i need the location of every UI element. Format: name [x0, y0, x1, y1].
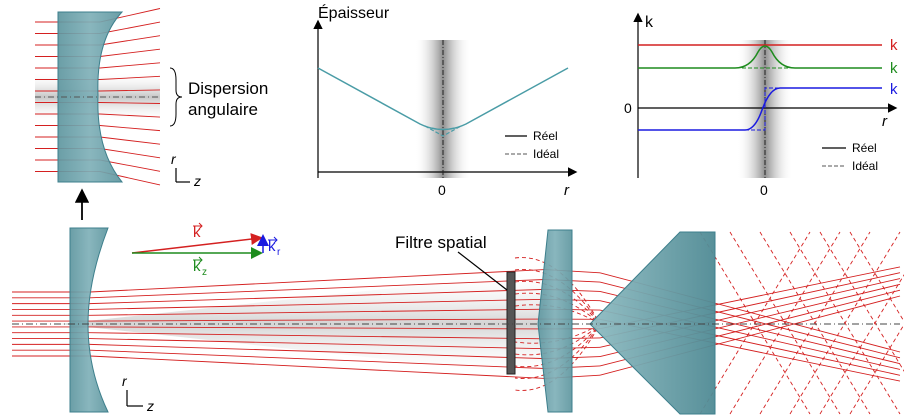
kr-ideal-curve	[745, 87, 785, 131]
inset-ray	[99, 125, 161, 132]
main-r-label: r	[122, 373, 128, 389]
vector-kz-sub: z	[202, 267, 207, 278]
main-dashed-ray	[849, 231, 904, 323]
k-plot-title: k	[645, 14, 654, 31]
dispersion-label-1: Dispersion	[188, 79, 268, 98]
main-dashed-ray	[729, 231, 841, 415]
inset-ray	[99, 75, 161, 80]
k-x-tick: 0	[760, 182, 768, 198]
thickness-title: Épaisseur	[318, 3, 390, 22]
k-legend-ideal: Idéal	[852, 159, 878, 173]
thickness-real-curve	[317, 67, 569, 131]
collimating-lens	[537, 229, 573, 413]
k-legend-real: Réel	[852, 141, 877, 155]
inset-ray	[99, 21, 161, 34]
inset-ray	[99, 102, 161, 104]
inset-ray	[99, 62, 161, 69]
filter-label: Filtre spatial	[395, 233, 487, 252]
main-ray	[89, 338, 546, 350]
main-ray	[89, 332, 546, 340]
main-ray	[89, 355, 546, 379]
inset-ray	[99, 148, 161, 159]
inset-ray	[99, 48, 161, 57]
inset-ray	[99, 35, 161, 46]
dispersion-brace	[169, 67, 183, 127]
k-total-label: k	[890, 37, 898, 54]
main-dashed-ray	[789, 231, 901, 415]
main-z-label: z	[146, 398, 154, 414]
vector-k-hat	[193, 222, 203, 230]
dispersion-label-2: angulaire	[188, 100, 258, 119]
vector-kr-sub: r	[277, 247, 281, 258]
main-ray	[89, 298, 546, 310]
main-ray	[89, 349, 546, 369]
inset-ray	[99, 89, 161, 92]
k-x-label: r	[882, 113, 888, 130]
main-dashed-ray	[699, 231, 811, 415]
vector-kz-hat	[193, 256, 203, 264]
main-ray	[89, 326, 546, 330]
inset-z-label: z	[193, 173, 201, 189]
k-y-tick: 0	[624, 100, 632, 116]
main-ray	[89, 308, 546, 316]
main-dashed-ray	[759, 231, 871, 415]
main-dashed-ray	[819, 231, 904, 372]
inset-ray	[99, 136, 161, 145]
thickness-x-tick: 0	[438, 182, 446, 198]
kr-real-curve	[638, 87, 882, 131]
vector-k-label: k	[193, 224, 201, 241]
vector-kz-label: k	[193, 258, 201, 275]
main-ray	[89, 318, 546, 322]
main-ray	[89, 343, 546, 360]
main-ray	[89, 279, 546, 299]
kr-label: k	[890, 81, 898, 98]
thickness-legend-real: Réel	[533, 129, 558, 143]
spatial-filter	[506, 271, 516, 375]
inset-ray	[99, 113, 161, 118]
thickness-ideal-curve	[424, 125, 462, 137]
thickness-x-label: r	[564, 182, 570, 199]
axicon-cone	[589, 231, 716, 415]
thickness-legend-ideal: Idéal	[533, 147, 559, 161]
k-plot: k 0 0 r k k k Réel Idéal	[624, 12, 898, 198]
main-dashed-ray	[819, 274, 904, 415]
main-setup: Filtre spatial k k z k r r z	[12, 222, 904, 415]
kz-real-curve	[638, 45, 882, 69]
vector-kr-label: k	[268, 238, 276, 255]
filter-pointer	[457, 251, 508, 291]
vector-k-arrow	[131, 233, 263, 254]
kz-label: k	[890, 60, 898, 77]
inset-r-label: r	[171, 151, 177, 167]
thickness-plot: Épaisseur 0 r Réel Idéal	[313, 3, 578, 199]
main-ray	[89, 288, 546, 305]
vector-kr-hat	[268, 236, 278, 244]
inset-lens-panel: Dispersion angulaire r z	[35, 8, 268, 189]
main-dashed-ray	[849, 323, 904, 415]
main-ray	[89, 269, 546, 293]
